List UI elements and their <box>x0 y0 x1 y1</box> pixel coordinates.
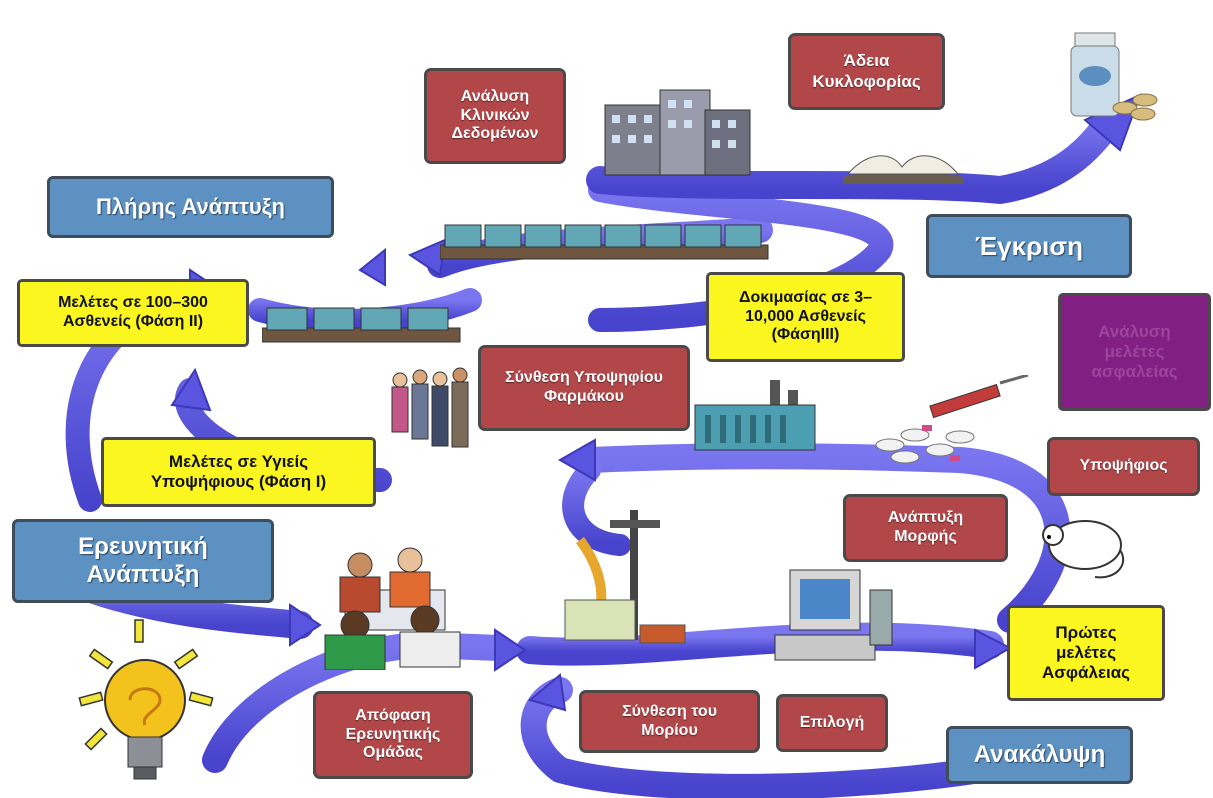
mouse-illustration <box>1042 520 1125 579</box>
hospital-beds-small-illustration <box>262 307 461 343</box>
step-molecule-synthesis: Σύνθεση του Μορίου <box>579 690 760 753</box>
arrowhead-phase1 <box>170 367 212 412</box>
step-first-safety-studies: Πρώτες μελέτες Ασφάλειας <box>1007 605 1165 701</box>
step-phase1-studies: Μελέτες σε Υγιείς Υποψήφιους (Φάση I) <box>101 437 376 507</box>
step-hidden-purple: Ανάλυση μελέτες ασφαλείας <box>1058 293 1211 411</box>
arrowhead-discovery <box>974 628 1013 670</box>
step-candidate-synthesis: Σύνθεση Υποψηφίου Φαρμάκου <box>478 345 690 431</box>
people-group-illustration <box>391 367 469 448</box>
arrow-s-curve <box>588 178 894 332</box>
arrowhead-research <box>289 603 322 647</box>
arrow-to-approval <box>586 106 1124 204</box>
step-phase3-trials: Δοκιμασίας σε 3– 10,000 Ασθενείς (ΦάσηII… <box>706 272 905 362</box>
step-clinical-data-analysis: Ανάλυση Κλινικών Δεδομένων <box>424 68 566 164</box>
hospital-building-illustration <box>604 89 751 176</box>
hospital-beds-row-illustration <box>440 224 769 260</box>
step-form-development: Ανάπτυξη Μορφής <box>843 494 1008 562</box>
phase-label-discovery: Ανακάλυψη <box>946 726 1133 784</box>
arrow-center-right <box>516 622 1004 666</box>
phase-label-research-development: Ερευνητική Ανάπτυξη <box>12 519 274 603</box>
step-candidate: Υποψήφιος <box>1047 437 1200 496</box>
phase-label-approval: Έγκριση <box>926 214 1132 278</box>
phase-label-full-development: Πλήρης Ανάπτυξη <box>47 176 334 238</box>
arrowhead-top-left <box>358 247 386 287</box>
step-marketing-authorization: Άδεια Κυκλοφορίας <box>788 33 945 110</box>
factory-illustration <box>694 380 816 451</box>
arrowhead-candidate <box>557 438 596 482</box>
arrowhead-center <box>494 628 527 672</box>
arrowhead-bottom <box>527 673 567 712</box>
arrow-bulb-to-center <box>202 632 513 773</box>
step-selection: Επιλογή <box>776 694 888 752</box>
lightbulb-illustration <box>78 619 214 780</box>
pill-bottle-illustration <box>1070 32 1158 121</box>
computer-illustration <box>774 569 893 661</box>
book-illustration <box>843 155 963 184</box>
step-phase2-studies: Μελέτες σε 100–300 Ασθενείς (Φάση II) <box>17 279 249 347</box>
team-meeting-illustration <box>324 547 461 670</box>
lab-equipment-illustration <box>564 510 686 644</box>
step-research-team-decision: Απόφαση Ερευνητικής Ομάδας <box>313 691 473 779</box>
syringe-pills-illustration <box>875 375 1029 464</box>
arrow-bottom-loop <box>520 677 993 798</box>
arrow-center-down <box>562 459 631 556</box>
